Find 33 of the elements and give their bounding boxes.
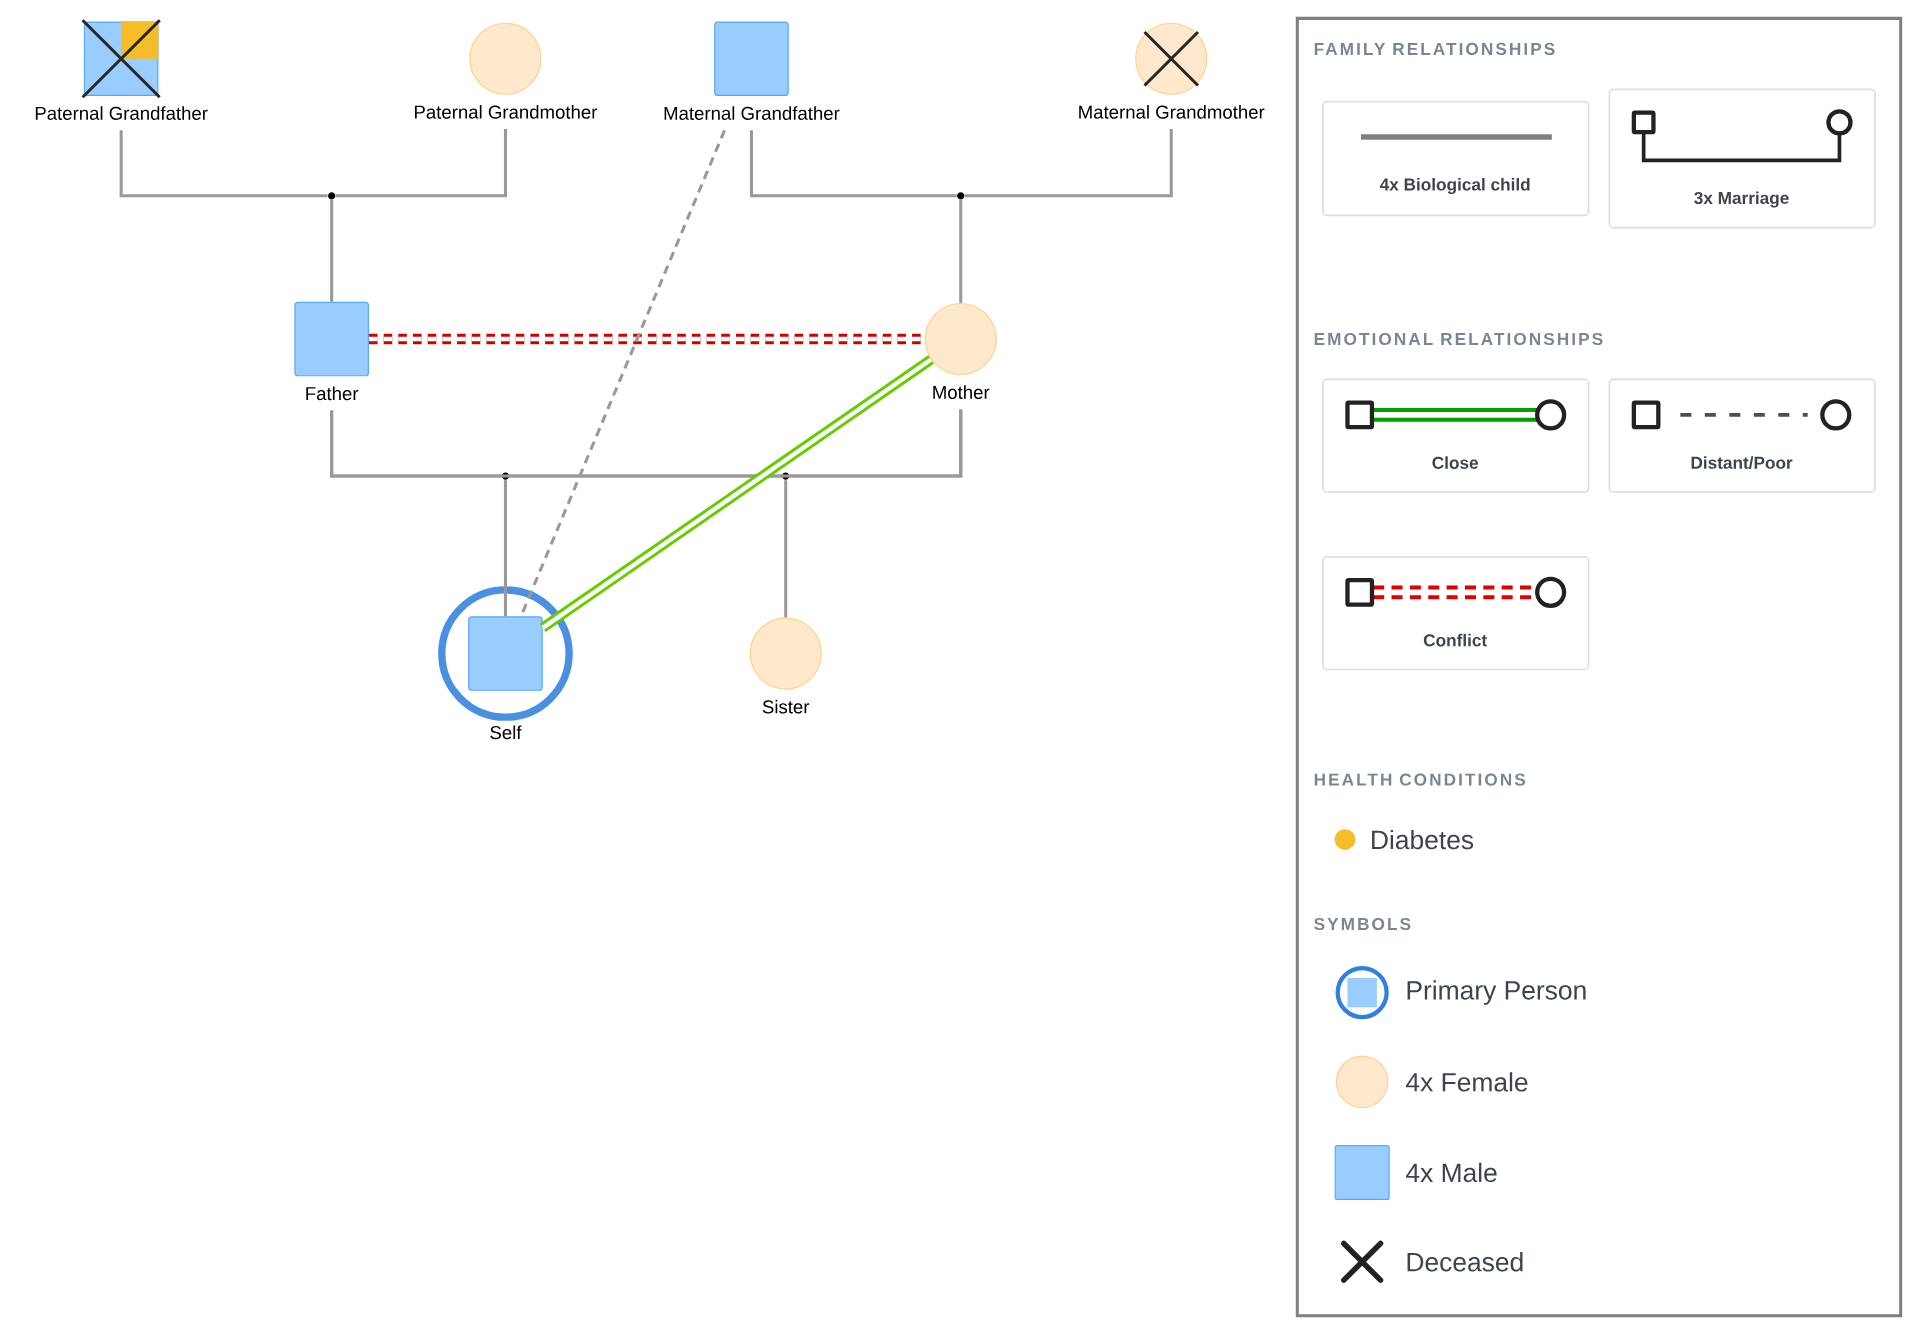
person-name: Maternal Grandmother xyxy=(1079,105,1265,119)
family-line xyxy=(959,199,963,303)
section-heading: FAMILY RELATIONSHIPS xyxy=(1314,42,1555,56)
legend-card: Conflict xyxy=(1322,556,1590,671)
person-name: Sister xyxy=(762,699,810,714)
legend-text: 4x Female xyxy=(1406,1072,1528,1092)
person-name: Paternal Grandfather xyxy=(35,106,208,120)
legend-card: Distant/Poor xyxy=(1608,378,1876,493)
person-name: Self xyxy=(490,725,522,740)
family-line xyxy=(335,129,507,198)
family-line xyxy=(503,480,507,617)
person-name: Maternal Grandfather xyxy=(664,106,840,120)
relationship-line xyxy=(539,355,934,633)
family-line xyxy=(119,130,328,198)
family-line xyxy=(330,199,334,302)
family-line xyxy=(749,130,957,198)
section-heading: SYMBOLS xyxy=(1314,917,1411,931)
family-line xyxy=(964,129,1173,198)
family-line xyxy=(784,480,788,618)
legend-text: Diabetes xyxy=(1372,829,1474,850)
person-name: Father xyxy=(306,386,359,401)
section-heading: HEALTH CONDITIONS xyxy=(1314,773,1526,786)
legend-card: 4x Biological child xyxy=(1322,100,1590,217)
section-heading: EMOTIONAL RELATIONSHIPS xyxy=(1314,332,1603,346)
family-line xyxy=(789,409,963,478)
person-name: Paternal Grandmother xyxy=(415,105,598,119)
legend-card: Close xyxy=(1322,378,1590,493)
legend-text: 4x Male xyxy=(1406,1162,1497,1183)
legend-text: Deceased xyxy=(1407,1252,1523,1272)
legend-card: 3x Marriage xyxy=(1608,88,1876,229)
family-line xyxy=(330,410,782,478)
legend-text: Primary Person xyxy=(1407,980,1586,1005)
person-name: Mother xyxy=(933,385,990,399)
